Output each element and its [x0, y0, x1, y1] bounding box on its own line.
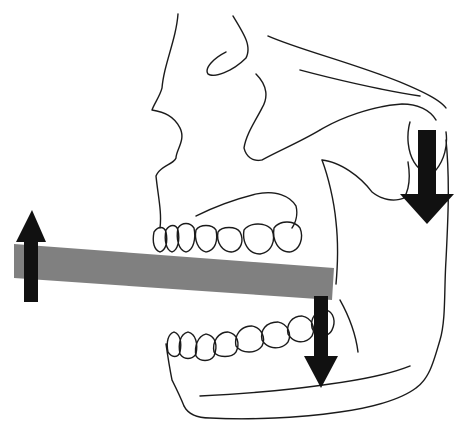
- lever-bar: [14, 244, 334, 300]
- arrow-down-middle: [304, 296, 338, 388]
- lower-teeth: [167, 310, 334, 361]
- upper-teeth: [153, 222, 301, 254]
